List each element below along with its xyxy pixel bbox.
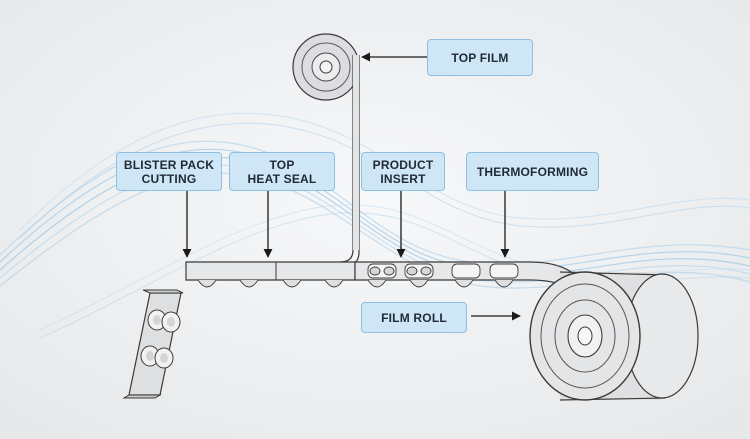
label-top-heat-seal-line2: HEAT SEAL [247,171,317,186]
top-film-roll [292,33,360,101]
blister-pack [122,289,184,399]
label-top-heat-seal-line1: TOP [269,157,295,172]
label-product-insert-line1: PRODUCT [372,157,434,172]
label-product-insert-line2: INSERT [380,171,426,186]
label-product-insert: PRODUCT INSERT [361,152,445,191]
label-top-heat-seal: TOP HEAT SEAL [229,152,335,191]
label-top-film: TOP FILM [427,39,533,76]
label-blister-pack-cutting-line1: BLISTER PACK [123,157,215,172]
label-film-roll: FILM ROLL [361,302,467,333]
conveyor-web [185,261,576,294]
label-film-roll-text: FILM ROLL [381,310,447,325]
callout-arrows [182,52,521,321]
film-roll [529,271,699,401]
label-blister-pack-cutting: BLISTER PACK CUTTING [116,152,222,191]
label-top-film-text: TOP FILM [451,50,509,65]
label-blister-pack-cutting-line2: CUTTING [141,171,197,186]
label-thermoforming-text: THERMOFORMING [476,164,589,179]
label-thermoforming: THERMOFORMING [466,152,599,191]
